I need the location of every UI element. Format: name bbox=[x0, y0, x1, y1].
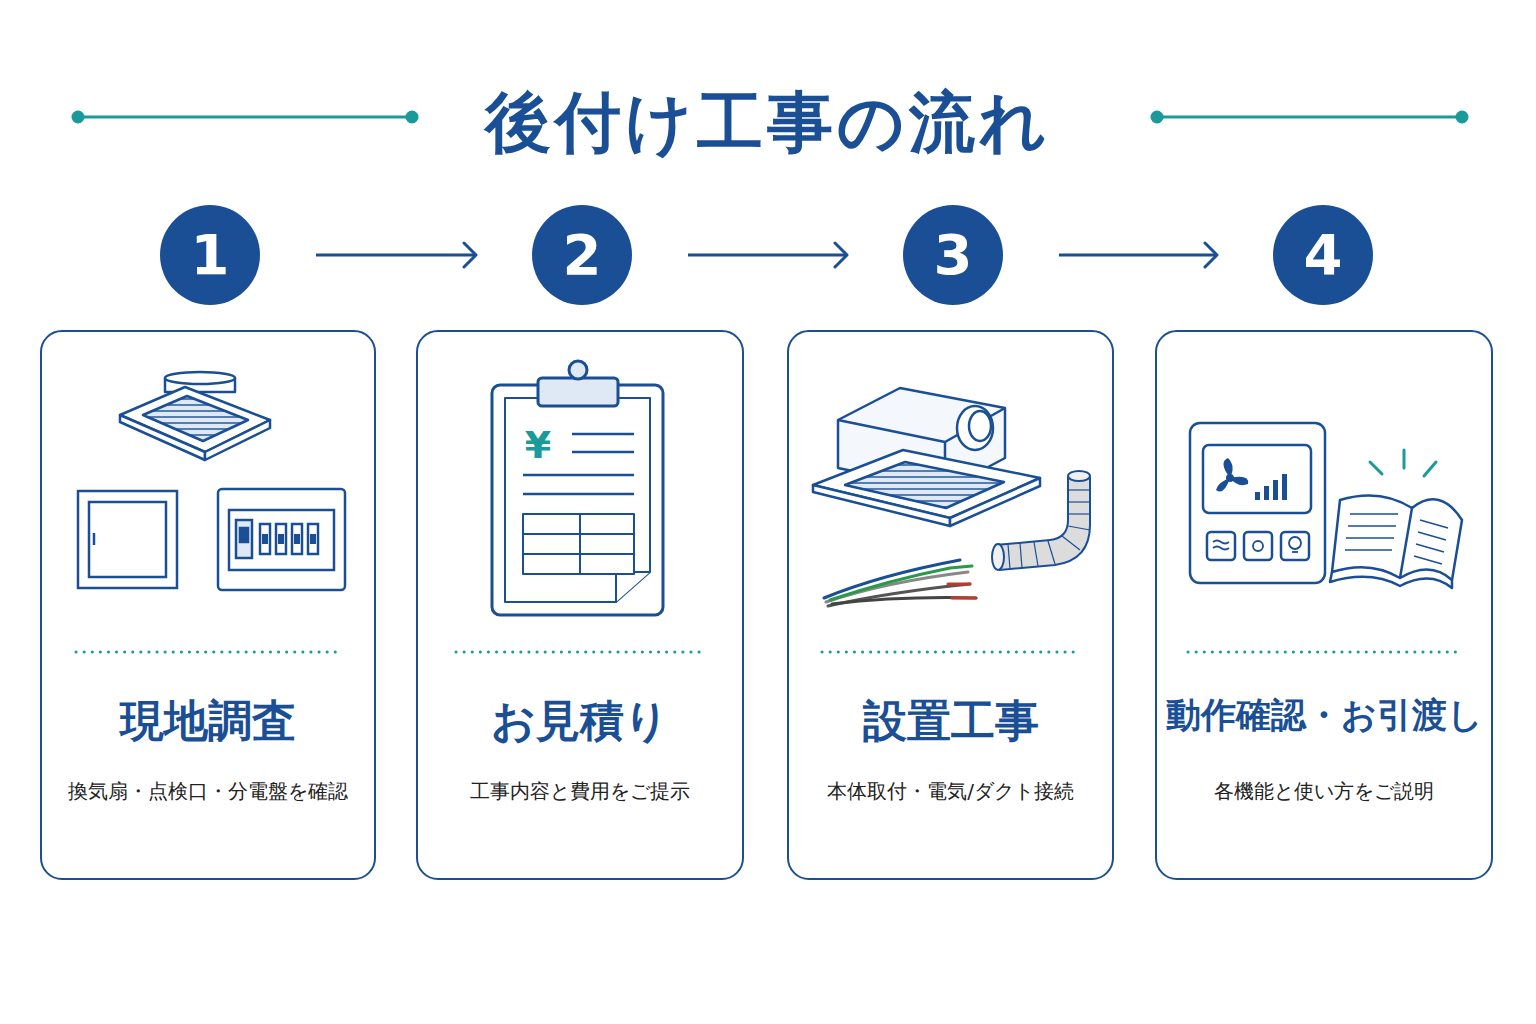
step-card: 設置工事本体取付・電気/ダクト接続 bbox=[787, 330, 1114, 880]
step-number: 4 bbox=[1304, 227, 1343, 283]
step-number-circle: 4 bbox=[1273, 205, 1373, 305]
dotted-separator bbox=[76, 651, 1462, 654]
ceiling-fan-icon bbox=[120, 372, 270, 460]
step-description: 工事内容と費用をご提示 bbox=[418, 778, 742, 805]
fan-unit-icon bbox=[813, 388, 1040, 526]
flow-arrow bbox=[1059, 243, 1217, 267]
manual-book-icon bbox=[1330, 450, 1462, 588]
step-description: 換気扇・点検口・分電盤を確認 bbox=[42, 778, 374, 805]
step-number-circle: 1 bbox=[160, 205, 260, 305]
diagram-title: 後付け工事の流れ bbox=[0, 78, 1536, 168]
step-description: 各機能と使い方をご説明 bbox=[1157, 778, 1491, 805]
step-heading: 設置工事 bbox=[789, 692, 1112, 751]
step-number-circle: 2 bbox=[532, 205, 632, 305]
step-card: 現地調査換気扇・点検口・分電盤を確認 bbox=[40, 330, 376, 880]
access-panel-icon bbox=[78, 491, 177, 588]
step-number-circle: 3 bbox=[903, 205, 1003, 305]
step-heading: 動作確認・お引渡し bbox=[1157, 692, 1491, 739]
breaker-panel-icon bbox=[218, 489, 345, 590]
flow-arrow bbox=[688, 243, 847, 267]
step-number: 2 bbox=[563, 227, 602, 283]
step-heading: お見積り bbox=[418, 692, 742, 751]
step-card: 動作確認・お引渡し各機能と使い方をご説明 bbox=[1155, 330, 1493, 880]
step-number: 3 bbox=[934, 227, 973, 283]
step-description: 本体取付・電気/ダクト接続 bbox=[789, 778, 1112, 805]
flexible-duct-icon bbox=[992, 471, 1090, 570]
step-card: お見積り工事内容と費用をご提示 bbox=[416, 330, 744, 880]
flow-arrow bbox=[316, 243, 476, 267]
estimate-clipboard-icon: ¥ bbox=[492, 361, 663, 615]
step-number: 1 bbox=[191, 227, 230, 283]
remote-panel-icon bbox=[1190, 423, 1325, 583]
wire-bundle-icon bbox=[824, 560, 976, 606]
step-heading: 現地調査 bbox=[42, 692, 374, 751]
svg-text:¥: ¥ bbox=[525, 423, 551, 467]
